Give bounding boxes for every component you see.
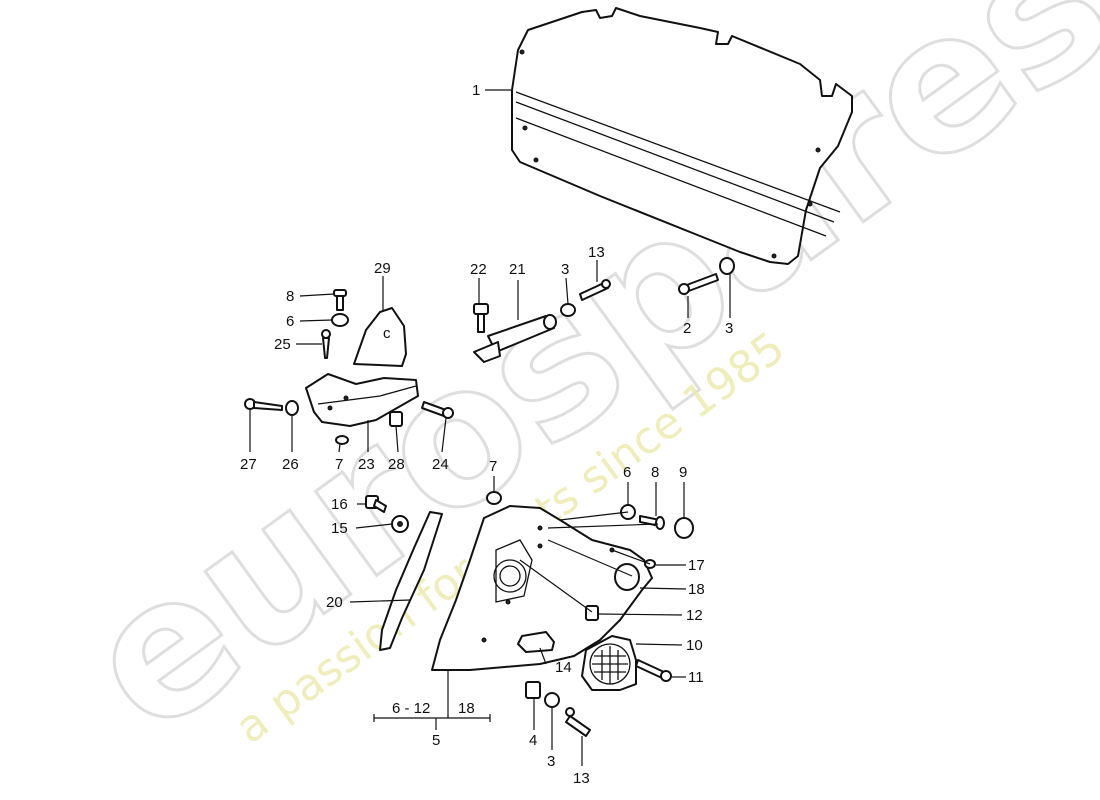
callout-9: 9 — [679, 464, 687, 481]
callout-8: 8 — [651, 464, 659, 481]
callout-5: 5 — [432, 732, 440, 749]
speaker-grille-10 — [581, 635, 637, 691]
callout-3: 3 — [561, 261, 569, 278]
svg-text:c: c — [383, 325, 391, 342]
callout-14: 14 — [555, 659, 572, 676]
washer-3-middle — [560, 303, 576, 317]
washer-3-right — [719, 257, 735, 275]
clip-7-left — [335, 435, 349, 445]
parcel-shelf-panel — [511, 7, 853, 265]
bolt-16 — [365, 495, 387, 513]
callout-2: 2 — [683, 320, 691, 337]
callout-11: 11 — [688, 669, 704, 686]
callout-12: 12 — [686, 607, 703, 624]
sleeve-21 — [473, 314, 557, 363]
callout-24: 24 — [432, 456, 449, 473]
cover-29: c — [353, 307, 407, 367]
pin-8-left — [333, 289, 347, 311]
leader-lines — [249, 89, 731, 766]
callout-16: 16 — [331, 496, 348, 513]
bracket-23 — [305, 373, 419, 427]
screw-13-bottom — [565, 707, 591, 737]
clip-12 — [585, 605, 599, 621]
callout-6: 6 — [286, 313, 294, 330]
pad-14 — [517, 631, 555, 653]
grommet-6-left — [331, 313, 349, 327]
callout-28: 28 — [388, 456, 405, 473]
callout-4: 4 — [529, 732, 537, 749]
callout-1: 1 — [472, 82, 480, 99]
callout-range-6-12: 6 - 12 — [392, 700, 430, 717]
callout-20: 20 — [326, 594, 343, 611]
washer-3-bottom — [544, 692, 560, 708]
callout-25: 25 — [274, 336, 291, 353]
screw-27 — [244, 398, 283, 411]
callout-26: 26 — [282, 456, 299, 473]
pin-8-right — [639, 515, 665, 530]
callout-7: 7 — [489, 458, 497, 475]
bolt-22 — [473, 303, 489, 333]
screw-13-top — [579, 279, 611, 301]
callout-21: 21 — [509, 261, 526, 278]
callout-27: 27 — [240, 456, 257, 473]
screw-25 — [321, 329, 331, 359]
callout-13: 13 — [573, 770, 590, 787]
clip-28 — [389, 411, 403, 427]
washer-15 — [391, 515, 409, 533]
callout-10: 10 — [686, 637, 703, 654]
clip-7-right — [486, 491, 502, 505]
screw-24 — [421, 401, 454, 419]
callout-6: 6 — [623, 464, 631, 481]
callout-labels: 1 2 3 3 13 21 22 29 8 6 25 27 26 7 23 28… — [240, 82, 733, 787]
callout-7: 7 — [335, 456, 343, 473]
callout-23: 23 — [358, 456, 375, 473]
callout-3: 3 — [725, 320, 733, 337]
callout-17: 17 — [688, 557, 705, 574]
callout-18: 18 — [688, 581, 705, 598]
grommet-26 — [285, 400, 299, 416]
callout-29: 29 — [374, 260, 391, 277]
callout-22: 22 — [470, 261, 487, 278]
screw-2 — [678, 273, 719, 295]
cap-9 — [674, 517, 694, 539]
clip-4 — [525, 681, 541, 699]
callout-13: 13 — [588, 244, 605, 261]
callout-3: 3 — [547, 753, 555, 770]
callout-8: 8 — [286, 288, 294, 305]
screw-11 — [635, 659, 672, 682]
trim-strip-20 — [379, 511, 443, 651]
callout-15: 15 — [331, 520, 348, 537]
callout-range-18: 18 — [458, 700, 475, 717]
cap-18 — [614, 563, 640, 591]
